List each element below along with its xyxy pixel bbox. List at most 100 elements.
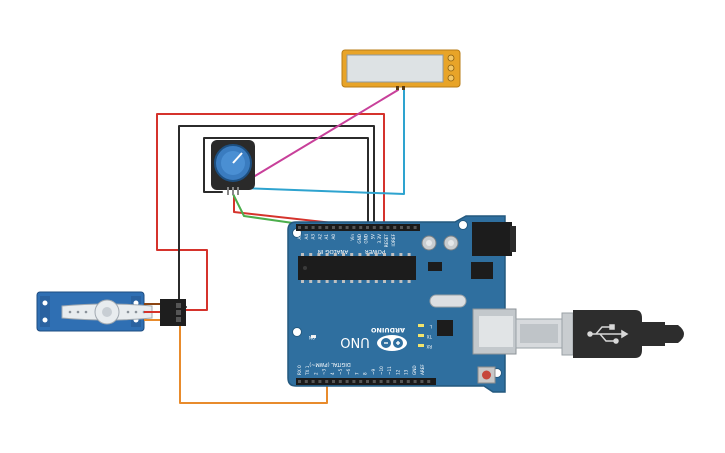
led — [418, 324, 424, 327]
pin-label: ~3 — [322, 368, 327, 375]
chip-leg — [333, 280, 337, 283]
chip-leg — [309, 253, 313, 256]
header-pin[interactable] — [393, 380, 397, 383]
header-pin[interactable] — [298, 226, 301, 229]
header-pin[interactable] — [332, 380, 335, 383]
header-bottom-pins[interactable] — [298, 380, 431, 383]
header-pin[interactable] — [413, 380, 417, 383]
potentiometer-knob-indicator — [232, 152, 243, 164]
header-pin[interactable] — [311, 380, 315, 383]
header-top[interactable] — [296, 224, 420, 231]
header-pin[interactable] — [359, 380, 363, 383]
header-pin[interactable] — [338, 380, 342, 383]
header-pin[interactable] — [345, 226, 349, 229]
wires — [156, 89, 405, 404]
lcd-buttons[interactable] — [447, 54, 455, 82]
wire-cyan-lcd[interactable] — [239, 89, 405, 195]
chip-leg — [374, 280, 378, 283]
chip-leg — [301, 253, 304, 256]
chip-leg — [358, 253, 362, 256]
chip-legs — [301, 253, 411, 283]
servo-connector[interactable] — [160, 299, 186, 326]
header-pin[interactable] — [332, 226, 335, 229]
header-pin[interactable] — [304, 226, 308, 229]
potentiometer[interactable] — [211, 140, 255, 195]
chip-leg — [317, 280, 321, 283]
wire-magenta-lcd[interactable] — [234, 89, 399, 189]
pin-label: 8 — [363, 372, 368, 375]
chip-leg — [350, 253, 354, 256]
pin-label: AREF — [420, 364, 425, 375]
header-pin[interactable] — [325, 226, 329, 229]
header-pin[interactable] — [406, 380, 410, 383]
chip-leg — [399, 280, 403, 283]
chip-leg — [391, 280, 395, 283]
lcd-display[interactable] — [341, 49, 461, 90]
pin-label: GND — [364, 234, 369, 244]
header-pin[interactable] — [304, 380, 308, 383]
wire-green-signal[interactable] — [232, 193, 301, 225]
header-pin[interactable] — [413, 226, 417, 229]
led — [418, 334, 424, 337]
header-pin[interactable] — [359, 226, 363, 229]
header-pin[interactable] — [393, 226, 397, 229]
servo-motor[interactable] — [36, 291, 186, 332]
header-pin[interactable] — [352, 380, 356, 383]
arduino-logo — [377, 335, 407, 351]
pin-label: A3 — [311, 234, 316, 240]
chip-leg — [407, 280, 411, 283]
wire-black-pot[interactable] — [203, 137, 369, 229]
lcd-pin[interactable] — [402, 86, 405, 90]
led-label: L — [429, 324, 432, 329]
pin-label: A4 — [304, 234, 309, 240]
on-label: ON — [309, 335, 315, 340]
header-pin[interactable] — [420, 380, 424, 383]
chip-leg — [374, 253, 378, 256]
chip-leg — [350, 280, 354, 283]
pin-label: ~5 — [338, 368, 343, 375]
header-pin[interactable] — [366, 226, 369, 229]
chip-leg — [383, 253, 386, 256]
lcd-pin[interactable] — [396, 86, 399, 90]
header-pin[interactable] — [338, 226, 342, 229]
header-top-pins[interactable] — [298, 226, 417, 229]
header-pin[interactable] — [379, 226, 383, 229]
header-pin[interactable] — [386, 380, 390, 383]
power-jack[interactable] — [472, 222, 512, 256]
pin-label: 3.3V — [377, 234, 382, 244]
wire-red-power[interactable] — [156, 113, 385, 311]
pin-label: TX 1 — [305, 365, 310, 376]
chip-leg — [366, 253, 370, 256]
wire-orange-servo[interactable] — [179, 325, 328, 404]
servo-horn[interactable] — [61, 299, 153, 325]
power-label: POWER — [365, 248, 386, 254]
chip-leg — [366, 280, 370, 283]
chip-leg — [399, 253, 403, 256]
chip-leg — [391, 253, 395, 256]
chip-leg — [333, 253, 337, 256]
header-pin[interactable] — [352, 226, 356, 229]
header-pin[interactable] — [372, 380, 376, 383]
header-pin[interactable] — [386, 226, 390, 229]
header-pin[interactable] — [325, 380, 329, 383]
usb-symbol-icon — [587, 324, 629, 344]
chip-leg — [358, 280, 362, 283]
usb-cable[interactable] — [515, 310, 684, 358]
header-pin[interactable] — [400, 226, 403, 229]
header-pin[interactable] — [366, 380, 369, 383]
header-pin[interactable] — [311, 226, 315, 229]
header-pin[interactable] — [298, 380, 301, 383]
header-pin[interactable] — [379, 380, 383, 383]
header-pin[interactable] — [345, 380, 349, 383]
header-pin[interactable] — [400, 380, 403, 383]
header-pin[interactable] — [318, 380, 322, 383]
header-pin[interactable] — [318, 226, 322, 229]
header-pin[interactable] — [406, 226, 410, 229]
header-pin[interactable] — [372, 226, 376, 229]
pin-label: 5V — [370, 234, 375, 240]
pin-label: Vin — [350, 234, 355, 241]
header-pin[interactable] — [427, 380, 431, 383]
